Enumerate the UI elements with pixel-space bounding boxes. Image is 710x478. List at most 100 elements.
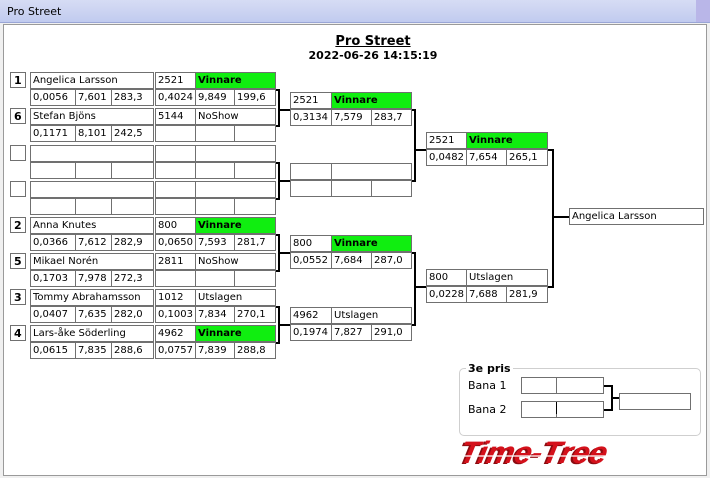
- result-cell[interactable]: Vinnare: [195, 72, 276, 89]
- third-place-winner-cell[interactable]: [619, 393, 691, 410]
- elapsed-time-cell[interactable]: [75, 162, 112, 179]
- result-cell[interactable]: NoShow: [195, 253, 276, 270]
- race-number-cell[interactable]: 1012: [155, 289, 196, 306]
- result-cell[interactable]: Vinnare: [466, 132, 548, 149]
- reaction-time-cell[interactable]: 0,1171: [30, 125, 76, 142]
- reaction-time-cell[interactable]: 0,0482: [426, 149, 467, 166]
- reaction-time-cell[interactable]: [155, 270, 196, 287]
- elapsed-time-cell[interactable]: 7,593: [195, 234, 235, 251]
- driver-name-cell[interactable]: Anna Knutes: [30, 217, 154, 234]
- result-cell[interactable]: Vinnare: [331, 92, 412, 109]
- elapsed-time-cell[interactable]: 7,635: [75, 306, 112, 323]
- speed-cell[interactable]: 199,6: [234, 89, 276, 106]
- reaction-time-cell[interactable]: 0,4024: [155, 89, 196, 106]
- lane1-result-cell[interactable]: [556, 377, 604, 394]
- result-cell[interactable]: Vinnare: [331, 235, 412, 252]
- window-control[interactable]: [696, 0, 710, 22]
- driver-name-cell[interactable]: Tommy Abrahamsson: [30, 289, 154, 306]
- elapsed-time-cell[interactable]: [195, 198, 235, 215]
- speed-cell[interactable]: 288,8: [234, 342, 276, 359]
- speed-cell[interactable]: 281,9: [506, 286, 548, 303]
- result-cell[interactable]: [331, 163, 412, 180]
- reaction-time-cell[interactable]: [155, 198, 196, 215]
- elapsed-time-cell[interactable]: 7,834: [195, 306, 235, 323]
- speed-cell[interactable]: [111, 162, 154, 179]
- race-number-cell[interactable]: [290, 163, 332, 180]
- speed-cell[interactable]: 270,1: [234, 306, 276, 323]
- reaction-time-cell[interactable]: 0,0366: [30, 234, 76, 251]
- race-number-cell[interactable]: 800: [155, 217, 196, 234]
- race-number-cell[interactable]: 2521: [155, 72, 196, 89]
- driver-name-cell[interactable]: Lars-åke Söderling: [30, 325, 154, 342]
- elapsed-time-cell[interactable]: [195, 162, 235, 179]
- race-number-cell[interactable]: 2811: [155, 253, 196, 270]
- driver-name-cell[interactable]: [30, 145, 154, 162]
- speed-cell[interactable]: 283,3: [111, 89, 154, 106]
- reaction-time-cell[interactable]: 0,1974: [290, 324, 332, 341]
- elapsed-time-cell[interactable]: 9,849: [195, 89, 235, 106]
- race-number-cell[interactable]: 800: [426, 269, 467, 286]
- result-cell[interactable]: Utslagen: [195, 289, 276, 306]
- driver-name-cell[interactable]: Mikael Norén: [30, 253, 154, 270]
- speed-cell[interactable]: 291,0: [371, 324, 412, 341]
- elapsed-time-cell[interactable]: 7,601: [75, 89, 112, 106]
- elapsed-time-cell[interactable]: 7,978: [75, 270, 112, 287]
- speed-cell[interactable]: 242,5: [111, 125, 154, 142]
- lane2-number-cell[interactable]: [521, 401, 557, 418]
- speed-cell[interactable]: 282,9: [111, 234, 154, 251]
- elapsed-time-cell[interactable]: 7,688: [466, 286, 507, 303]
- reaction-time-cell[interactable]: 0,0228: [426, 286, 467, 303]
- speed-cell[interactable]: [234, 162, 276, 179]
- result-cell[interactable]: NoShow: [195, 108, 276, 125]
- lane1-number-cell[interactable]: [521, 377, 557, 394]
- race-number-cell[interactable]: 5144: [155, 108, 196, 125]
- elapsed-time-cell[interactable]: [331, 180, 372, 197]
- result-cell[interactable]: Vinnare: [195, 325, 276, 342]
- reaction-time-cell[interactable]: 0,0615: [30, 342, 76, 359]
- reaction-time-cell[interactable]: 0,1703: [30, 270, 76, 287]
- reaction-time-cell[interactable]: 0,3134: [290, 109, 332, 126]
- race-number-cell[interactable]: 4962: [155, 325, 196, 342]
- overall-winner-cell[interactable]: Angelica Larsson: [569, 208, 704, 225]
- reaction-time-cell[interactable]: [155, 162, 196, 179]
- elapsed-time-cell[interactable]: [195, 270, 235, 287]
- driver-name-cell[interactable]: [30, 181, 154, 198]
- speed-cell[interactable]: 281,7: [234, 234, 276, 251]
- result-cell[interactable]: Vinnare: [195, 217, 276, 234]
- elapsed-time-cell[interactable]: 7,839: [195, 342, 235, 359]
- speed-cell[interactable]: [371, 180, 412, 197]
- speed-cell[interactable]: 283,7: [371, 109, 412, 126]
- reaction-time-cell[interactable]: 0,1003: [155, 306, 196, 323]
- speed-cell[interactable]: 287,0: [371, 252, 412, 269]
- race-number-cell[interactable]: 2521: [290, 92, 332, 109]
- elapsed-time-cell[interactable]: 7,684: [331, 252, 372, 269]
- reaction-time-cell[interactable]: 0,0552: [290, 252, 332, 269]
- reaction-time-cell[interactable]: [155, 125, 196, 142]
- elapsed-time-cell[interactable]: 7,579: [331, 109, 372, 126]
- speed-cell[interactable]: 282,0: [111, 306, 154, 323]
- reaction-time-cell[interactable]: 0,0757: [155, 342, 196, 359]
- speed-cell[interactable]: 272,3: [111, 270, 154, 287]
- result-cell[interactable]: [195, 145, 276, 162]
- race-number-cell[interactable]: 2521: [426, 132, 467, 149]
- speed-cell[interactable]: [111, 198, 154, 215]
- reaction-time-cell[interactable]: [290, 180, 332, 197]
- reaction-time-cell[interactable]: [30, 162, 76, 179]
- elapsed-time-cell[interactable]: 8,101: [75, 125, 112, 142]
- speed-cell[interactable]: 265,1: [506, 149, 548, 166]
- elapsed-time-cell[interactable]: [75, 198, 112, 215]
- race-number-cell[interactable]: [155, 145, 196, 162]
- reaction-time-cell[interactable]: 0,0407: [30, 306, 76, 323]
- result-cell[interactable]: [195, 181, 276, 198]
- elapsed-time-cell[interactable]: [195, 125, 235, 142]
- race-number-cell[interactable]: [155, 181, 196, 198]
- race-number-cell[interactable]: 800: [290, 235, 332, 252]
- result-cell[interactable]: Utslagen: [466, 269, 548, 286]
- reaction-time-cell[interactable]: 0,0650: [155, 234, 196, 251]
- result-cell[interactable]: Utslagen: [331, 307, 412, 324]
- speed-cell[interactable]: [234, 198, 276, 215]
- speed-cell[interactable]: 288,6: [111, 342, 154, 359]
- reaction-time-cell[interactable]: [30, 198, 76, 215]
- elapsed-time-cell[interactable]: 7,612: [75, 234, 112, 251]
- speed-cell[interactable]: [234, 125, 276, 142]
